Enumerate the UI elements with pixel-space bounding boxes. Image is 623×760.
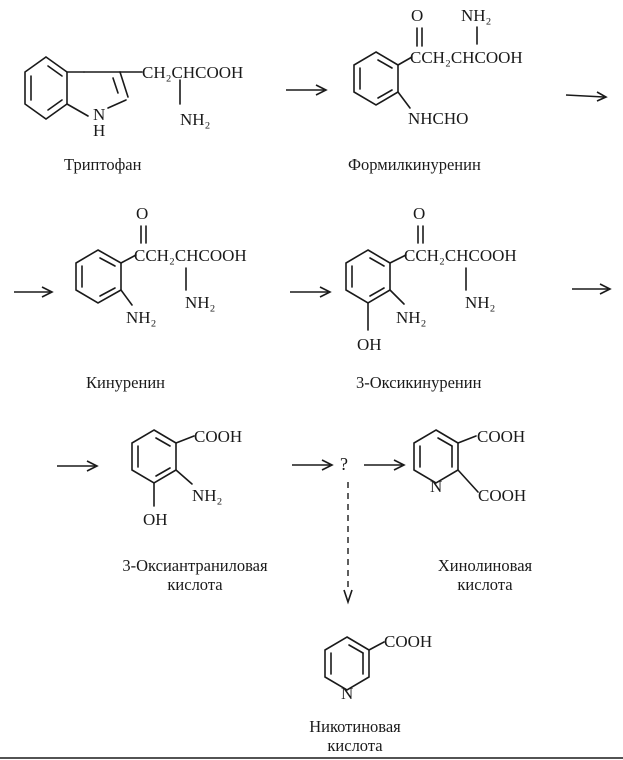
kynurenine-amino-chain: NH₂: [185, 293, 216, 312]
formylkynurenine-structure: [353, 26, 478, 109]
hydroxyanthranilic-name-line2: кислота: [167, 575, 223, 594]
nicotinic-carboxyl: COOH: [384, 632, 433, 651]
hydroxykynurenine-structure: [345, 225, 467, 331]
quinolinic-name-line2: кислота: [457, 575, 513, 594]
hydroxyanthranilic-acid-structure: [131, 429, 195, 507]
kynurenine-amino-ring: NH₂: [126, 308, 157, 327]
hydroxykynurenine-name: 3-Оксикинуренин: [356, 373, 482, 392]
hydroxykynurenine-amino-chain: NH₂: [465, 293, 496, 312]
nicotinic-acid-structure: [324, 636, 385, 691]
formylkynurenine-amino: NH₂: [461, 6, 492, 25]
hydroxyanthranilic-hydroxyl: OH: [143, 510, 168, 529]
kynurenine-structure: [75, 225, 187, 306]
tryptophan-ring-n: N: [93, 105, 106, 124]
kynurenine-side-chain: CCH₂CHCOOH: [134, 246, 247, 265]
hydroxykynurenine-keto: O: [413, 204, 426, 223]
hydroxykynurenine-side-chain: CCH₂CHCOOH: [404, 246, 517, 265]
formylkynurenine-nhcho: NHCHO: [408, 109, 469, 128]
formylkynurenine-name: Формилкинуренин: [348, 155, 481, 174]
hydroxyanthranilic-name-line1: 3-Оксиантраниловая: [122, 556, 268, 575]
hydroxyanthranilic-amino: NH₂: [192, 486, 223, 505]
tryptophan-ring-h: H: [93, 121, 106, 140]
nicotinic-name-line2: кислота: [327, 736, 383, 755]
tryptophan-structure: [24, 56, 181, 120]
tryptophan-name: Триптофан: [64, 155, 142, 174]
kynurenine-name: Кинуренин: [86, 373, 165, 392]
quinolinic-acid-structure: [413, 429, 479, 493]
quinolinic-carboxyl-lower: COOH: [478, 486, 527, 505]
hydroxykynurenine-amino-ring: NH₂: [396, 308, 427, 327]
quinolinic-ring-n: N: [430, 477, 443, 496]
reaction-arrow: [565, 94, 605, 98]
formylkynurenine-keto: O: [411, 6, 424, 25]
tryptophan-side-chain: CH₂CHCOOH: [142, 63, 244, 82]
nicotinic-ring-n: N: [341, 684, 354, 703]
hydroxyanthranilic-carboxyl: COOH: [194, 427, 243, 446]
kynurenine-keto: O: [136, 204, 149, 223]
nicotinic-name-line1: Никотиновая: [309, 717, 401, 736]
unknown-intermediate: ?: [340, 454, 348, 474]
quinolinic-name-line1: Хинолиновая: [437, 556, 533, 575]
quinolinic-carboxyl-upper: COOH: [477, 427, 526, 446]
tryptophan-amino: NH₂: [180, 110, 211, 129]
formylkynurenine-side-chain: CCH₂CHCOOH: [410, 48, 523, 67]
hydroxykynurenine-hydroxyl: OH: [357, 335, 382, 354]
